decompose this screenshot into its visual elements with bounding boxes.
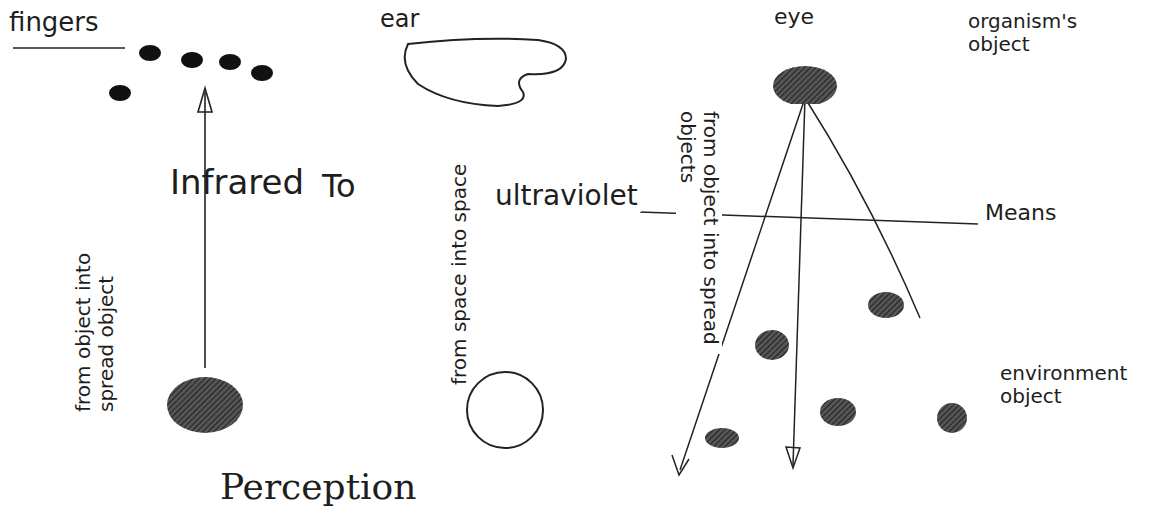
spectrum-label: To bbox=[322, 168, 356, 205]
finger-dot bbox=[139, 45, 161, 61]
finger-dot bbox=[181, 52, 203, 68]
underline bbox=[13, 47, 125, 49]
rotated-note: from object into spread objects bbox=[676, 108, 722, 354]
object-blob bbox=[868, 292, 904, 318]
object-blob bbox=[167, 377, 243, 433]
level-label: environment object bbox=[1000, 362, 1140, 408]
object-blob bbox=[755, 330, 789, 360]
caption: Perception bbox=[220, 466, 416, 507]
ray bbox=[793, 98, 805, 465]
arrow-head bbox=[198, 88, 212, 112]
organ-label: ear bbox=[380, 6, 419, 34]
ray-head bbox=[786, 447, 800, 468]
finger-dot bbox=[251, 65, 273, 81]
finger-dot bbox=[219, 54, 241, 70]
rotated-note: from space into space bbox=[448, 161, 471, 388]
arrow-line bbox=[204, 92, 206, 368]
sense-organ: fingers bbox=[5, 2, 290, 110]
level-label: organism's object bbox=[968, 10, 1098, 56]
sense-organ: eye bbox=[760, 4, 855, 104]
ray bbox=[805, 98, 920, 318]
object-blob bbox=[705, 428, 739, 448]
organ-label: fingers bbox=[9, 8, 99, 38]
space-circle bbox=[467, 372, 543, 448]
spectrum-label: Infrared bbox=[170, 163, 304, 202]
spectrum-label: ultraviolet bbox=[492, 180, 641, 212]
rotated-note: from object into spread object bbox=[72, 197, 118, 412]
object-blob bbox=[820, 398, 856, 426]
ray-head bbox=[672, 455, 689, 475]
finger-dot bbox=[109, 85, 131, 101]
organ-label: eye bbox=[774, 4, 814, 29]
eye-blob bbox=[773, 66, 837, 104]
sense-organ: ear bbox=[378, 4, 578, 124]
means-label: Means bbox=[985, 200, 1056, 225]
ear-outline bbox=[405, 39, 566, 106]
object-blob bbox=[937, 403, 967, 433]
